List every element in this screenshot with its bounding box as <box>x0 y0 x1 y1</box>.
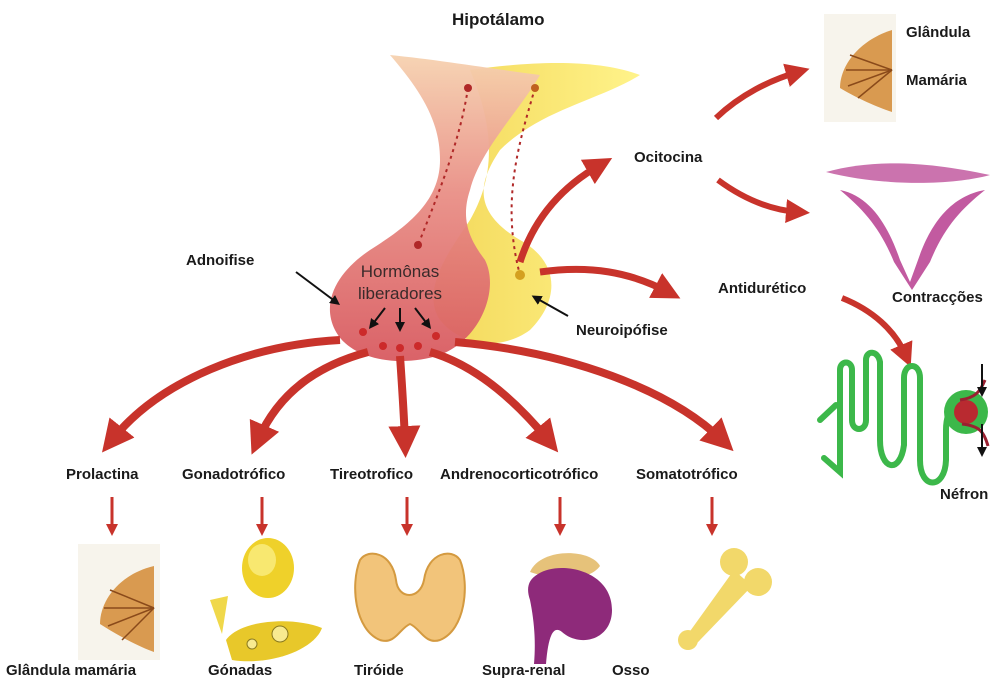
bone-illustration <box>678 548 772 650</box>
ocitocina-label: Ocitocina <box>634 149 702 166</box>
arrow-prolactina <box>112 340 340 440</box>
hormone-gonadotrofico: Gonadotrófico <box>182 466 285 483</box>
arrow-to-ocitocina <box>520 165 600 262</box>
antidiuretico-label: Antidurético <box>718 280 806 297</box>
arrow-adrenocorticotrofico <box>430 352 548 440</box>
hormone-tireotrofico: Tireotrofico <box>330 466 413 483</box>
arrow-tireotrofico <box>400 356 405 442</box>
diagram-title: Hipotálamo <box>452 10 545 30</box>
hormone-somatotrofico: Somatotrófico <box>636 466 738 483</box>
neurohypophysis-label: Neuroipófise <box>576 322 668 339</box>
mammary-gland-bottom-illustration <box>78 544 160 660</box>
target-gonadas: Gónadas <box>208 662 272 679</box>
contractions-label: Contracções <box>892 289 983 306</box>
target-supra-renal: Supra-renal <box>482 662 565 679</box>
releasing-hormones-line1: Hormônas <box>340 262 460 282</box>
mammary-label-line2: Mamária <box>906 72 967 89</box>
hormone-adrenocorticotrofico: Andrenocorticotrófico <box>440 466 598 483</box>
target-tiroide: Tiróide <box>354 662 404 679</box>
arrow-to-uterus <box>718 180 798 212</box>
mammary-label-line1: Glândula <box>906 24 970 41</box>
target-osso: Osso <box>612 662 650 679</box>
gonads-illustration <box>210 538 322 661</box>
arrow-to-mamaria <box>716 72 798 118</box>
mammary-gland-top-illustration <box>824 14 896 122</box>
arrow-to-antidiuretico <box>540 269 668 292</box>
releasing-hormones-line2: liberadores <box>340 284 460 304</box>
target-glandula-mamaria: Glândula mamária <box>6 662 136 679</box>
adrenal-illustration <box>528 553 612 664</box>
uterus-illustration <box>826 163 990 290</box>
arrow-to-nephron <box>842 298 906 356</box>
hormone-prolactina: Prolactina <box>66 466 139 483</box>
arrow-gonadotrofico <box>258 352 368 440</box>
thyroid-illustration <box>355 554 465 641</box>
nephron-label: Néfron <box>940 486 988 503</box>
adenohypophysis-label: Adnoifise <box>186 252 254 269</box>
